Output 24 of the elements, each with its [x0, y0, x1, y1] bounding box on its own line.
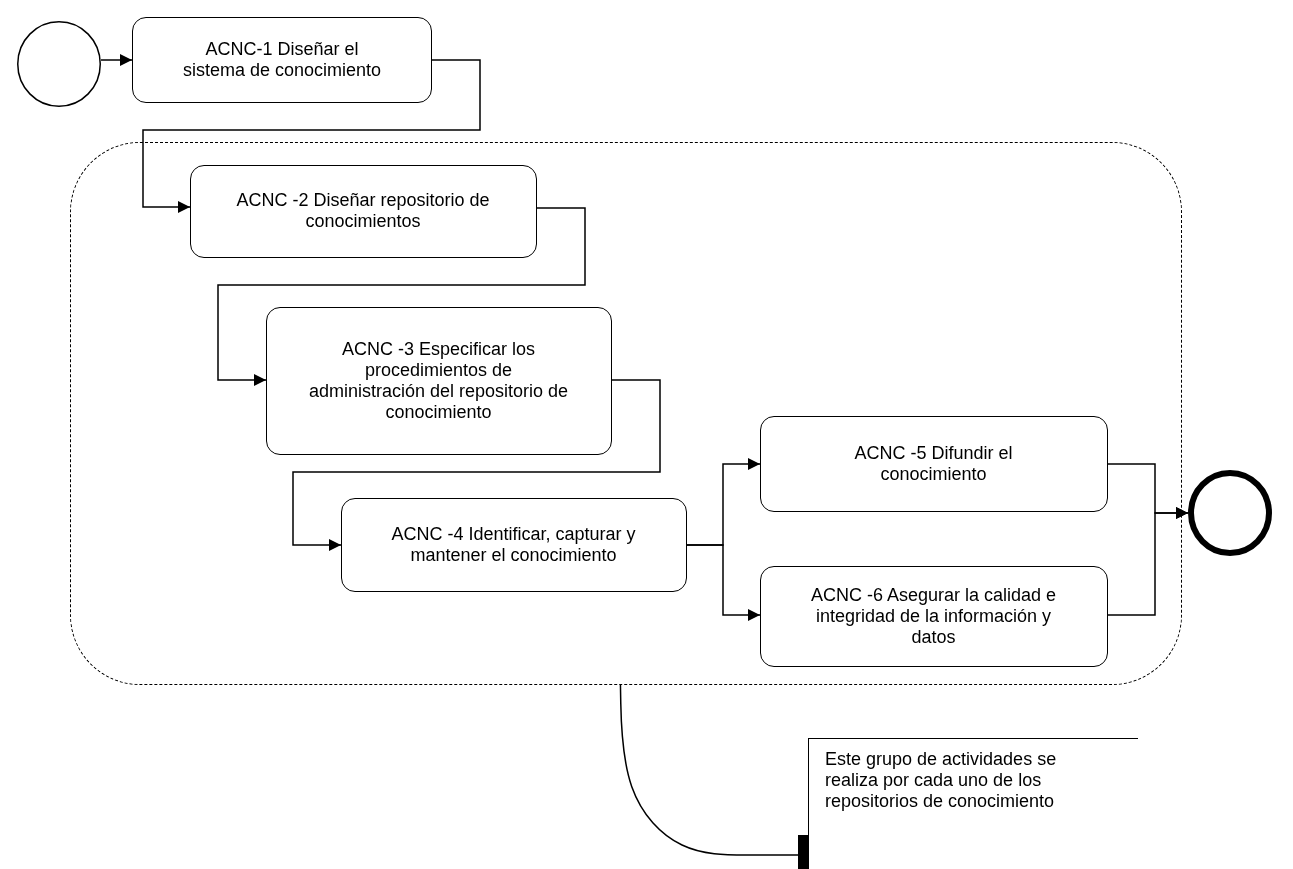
activity-label: ACNC -5 Difundir el conocimiento [853, 442, 1014, 485]
activity-box [759, 415, 1108, 512]
activity-box [132, 17, 432, 103]
association-line [619, 684, 809, 869]
group-boundary [70, 142, 1182, 685]
activity-label: ACNC -4 Identificar, capturar y mantener el conocimiento [390, 523, 637, 566]
sequence-flow-arrow [142, 59, 481, 213]
text-annotation [808, 738, 1138, 869]
activity-box [340, 497, 687, 592]
activity-box [759, 565, 1108, 667]
activity-box [265, 306, 612, 455]
sequence-flow-arrow [686, 544, 761, 621]
activity-label: ACNC-1 Diseñar el sistema de conocimiento [181, 39, 383, 81]
sequence-flow-arrow [292, 379, 661, 551]
start-event-circle [17, 21, 101, 107]
sequence-flow-arrow [217, 207, 586, 386]
sequence-flow-arrow [100, 54, 133, 66]
activity-box [189, 164, 537, 258]
end-event-circle [1188, 470, 1272, 556]
annotation-text: Este grupo de actividades se realiza por cada uno de los repositorios de conocimiento [825, 749, 1057, 811]
sequence-flow-arrow [1107, 507, 1189, 616]
activity-label: ACNC -2 Diseñar repositorio de conocimientos [235, 190, 491, 232]
activity-label: ACNC -3 Especificar los procedimientos de administración del repositorio de conocimiento [307, 338, 570, 423]
activity-label: ACNC -6 Asegurar la calidad e integridad de la información y datos [809, 584, 1058, 648]
